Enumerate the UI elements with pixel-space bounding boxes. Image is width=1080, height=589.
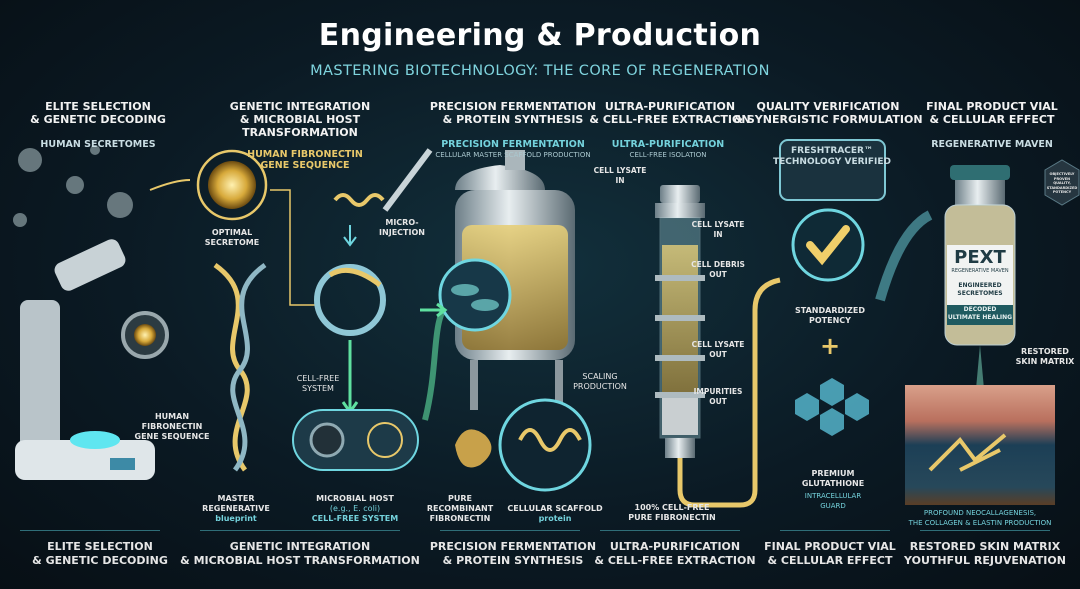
skin-matrix-icon [905,385,1055,505]
page-subtitle: MASTERING BIOTECHNOLOGY: THE CORE OF REG… [310,63,770,79]
plasmid-icon [314,264,386,336]
purification-column-icon [655,185,705,458]
step6-subheading: REGENERATIVE MAVEN [931,139,1053,150]
step4-subheading: ULTRA-PURIFICATION [611,139,725,150]
step1-heading: ELITE SELECTION& GENETIC DECODING [30,100,166,126]
gene-sequence-icon [333,193,385,207]
step6-heading: FINAL PRODUCT VIAL& CELLULAR EFFECT [926,100,1058,126]
footer-step-2: GENETIC INTEGRATION& MICROBIAL HOST TRAN… [180,540,420,567]
bacteria-zoom-icon [438,258,512,332]
product-vial-icon [944,165,1016,346]
footer-step-3: PRECISION FERMENTATION& PROTEIN SYNTHESI… [429,540,597,567]
secretome-cell-icon [208,161,256,209]
fibronectin-protein-icon [455,429,492,468]
step4-subnote: CELL-FREE ISOLATION [629,151,707,159]
check-circle-icon [791,208,865,282]
micro-injection-label: MICRO-INJECTION [379,218,425,237]
optimal-secretome-ring [196,149,268,221]
step1-subheading: HUMAN SECRETOMES [40,139,156,150]
glutathione-molecule-icon [795,378,869,436]
page-title: Engineering & Production [318,18,762,53]
quality-hex-badge [1044,159,1080,206]
vial-line: REGENERATIVE MAVEN [951,268,1009,274]
step3-subnote: CELLULAR MASTER SCAFFOLD PRODUCTION [435,151,591,159]
arrow-down-icon [343,225,357,247]
dna-helix-icon [213,262,267,472]
footer-step-1: ELITE SELECTION& GENETIC DECODING [32,540,168,567]
freshtracer-device [779,139,886,201]
step4-heading: ULTRA-PURIFICATION& CELL-FREE EXTRACTION [589,100,751,126]
plus-icon: + [819,332,841,360]
microscope-icon [15,239,155,480]
neocollagenesis-label: PROFOUND NEOCALLAGENESIS,THE COLLAGEN & … [908,509,1052,527]
microbial-host-label: MICROBIAL HOST(e.g., E. coli)CELL-FREE S… [311,494,399,523]
vial-brand: PEXT [954,247,1006,268]
step3-heading: PRECISION FERMENTATION& PROTEIN SYNTHESI… [429,100,597,126]
footer-step-4: ULTRA-PURIFICATION& CELL-FREE EXTRACTION [594,540,756,567]
secretome-particles [13,145,133,227]
transfer-pipe [677,277,781,508]
step3-subheading: PRECISION FERMENTATION [441,139,585,150]
syringe-icon [382,148,433,212]
footer-step-5: FINAL PRODUCT VIAL& CELLULAR EFFECT [764,540,896,567]
step5-heading: QUALITY VERIFICATION& SYNERGISTIC FORMUL… [733,100,923,126]
